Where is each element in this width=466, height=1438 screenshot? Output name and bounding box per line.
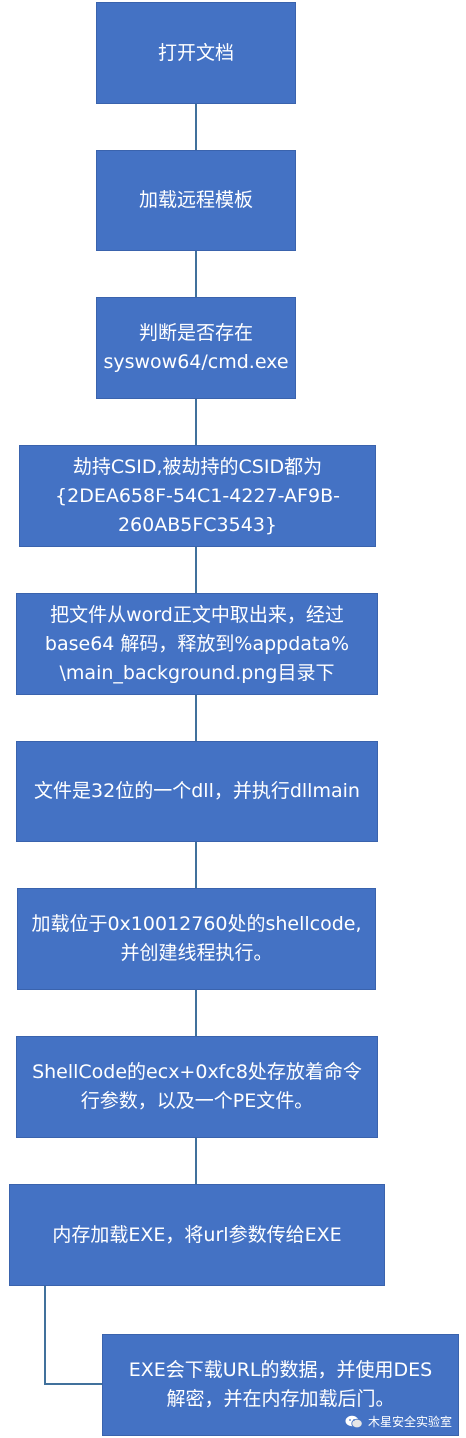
connector-9-10-horizontal: [44, 1383, 102, 1385]
connector-1-2: [195, 104, 197, 150]
connector-3-4: [195, 399, 197, 445]
connector-6-7: [195, 842, 197, 888]
flow-step-extract-file: 把文件从word正文中取出来，经过 base64 解码，释放到%appdata%…: [16, 593, 378, 695]
connector-9-10-vertical: [44, 1286, 46, 1385]
flow-step-hijack-csid: 劫持CSID,被劫持的CSID都为 {2DEA658F-54C1-4227-AF…: [19, 445, 376, 547]
flow-step-dll-exec: 文件是32位的一个dll，并执行dllmain: [16, 741, 378, 842]
connector-5-6: [195, 695, 197, 741]
connector-8-9: [195, 1138, 197, 1184]
connector-7-8: [195, 990, 197, 1036]
flow-step-shellcode-params: ShellCode的ecx+0xfc8处存放着命令 行参数，以及一个PE文件。: [16, 1036, 378, 1138]
flow-step-download-des: EXE会下载URL的数据，并使用DES 解密，并在内存加载后门。: [102, 1334, 459, 1436]
wechat-icon: [345, 1415, 363, 1429]
watermark-text: 木星安全实验室: [367, 1415, 452, 1429]
watermark: 木星安全实验室: [345, 1413, 452, 1430]
flow-step-check-cmd: 判断是否存在 syswow64/cmd.exe: [96, 297, 296, 399]
flow-step-open-doc: 打开文档: [96, 2, 296, 104]
flow-step-load-remote-template: 加载远程模板: [96, 150, 296, 251]
flow-step-load-shellcode: 加载位于0x10012760处的shellcode, 并创建线程执行。: [17, 888, 376, 990]
connector-4-5: [195, 547, 197, 593]
flow-step-load-exe: 内存加载EXE，将url参数传给EXE: [9, 1184, 385, 1286]
connector-2-3: [195, 251, 197, 297]
